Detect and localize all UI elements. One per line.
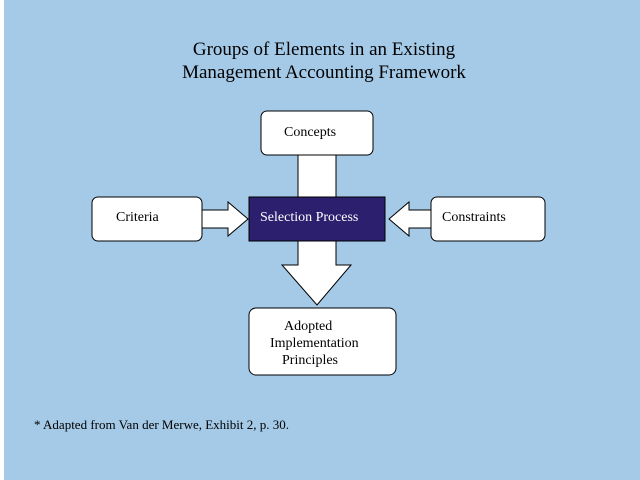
down-arrow bbox=[280, 240, 353, 306]
slide-background: Groups of Elements in an Existing Manage… bbox=[4, 0, 640, 480]
constraints-arrow bbox=[388, 200, 432, 238]
adopted-box bbox=[248, 307, 397, 376]
adopted-line-3: Principles bbox=[282, 353, 338, 368]
constraints-label: Constraints bbox=[442, 210, 506, 225]
criteria-label: Criteria bbox=[116, 210, 159, 225]
criteria-arrow bbox=[201, 200, 249, 238]
title-line-1: Groups of Elements in an Existing bbox=[192, 39, 456, 60]
concepts-connector bbox=[297, 154, 337, 198]
diagram-title: Groups of Elements in an Existing Manage… bbox=[154, 38, 494, 84]
selection-process-label: Selection Process bbox=[260, 210, 359, 225]
selection-process-box bbox=[248, 196, 386, 242]
footnote: * Adapted from Van der Merwe, Exhibit 2,… bbox=[34, 417, 290, 432]
flow-diagram bbox=[91, 110, 546, 376]
adopted-label: Adopted Implementation Principles bbox=[259, 318, 389, 369]
title-line-2: Management Accounting Framework bbox=[182, 62, 466, 83]
adopted-line-2: Implementation bbox=[270, 336, 359, 351]
concepts-label: Concepts bbox=[284, 125, 337, 140]
adopted-line-1: Adopted bbox=[284, 319, 333, 334]
